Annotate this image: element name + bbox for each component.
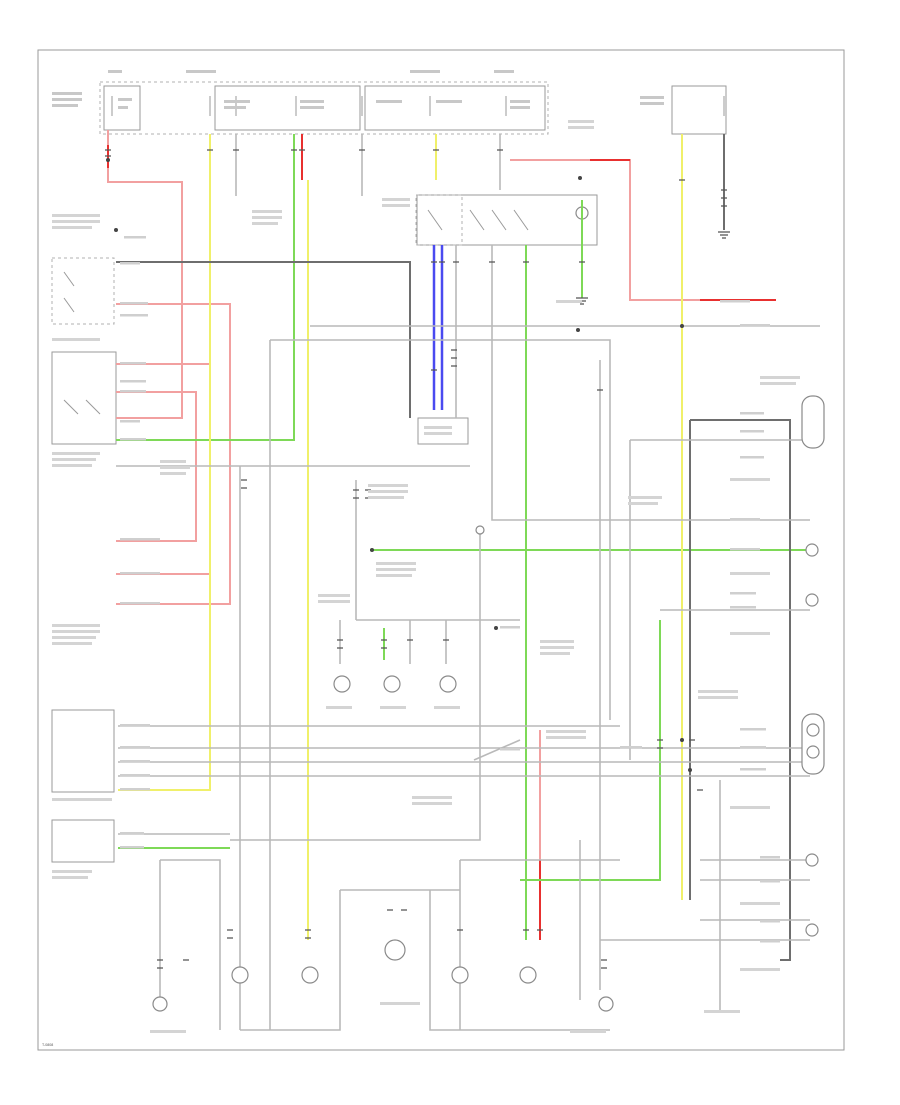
hazard-indicator-lamp-bulb-icon (439, 675, 457, 693)
high-mount-stop-lamp-bulb-icon (384, 939, 406, 961)
rear-junction-connector-icon (475, 525, 485, 535)
lamp-bulbs (152, 395, 825, 1012)
right-front-turn-lamp-bulb-1-icon (806, 723, 820, 737)
fuse-block-dashed-outline (99, 81, 549, 135)
wire-label-marks (120, 236, 780, 943)
junction-dots (106, 158, 692, 772)
right-indicator-bulb-icon (383, 675, 401, 693)
left-switch-dashed-box (51, 257, 115, 325)
connector-marks (105, 149, 727, 969)
combination-switch-contacts (63, 399, 101, 415)
right-front-turn-lamp-bulb-2-icon (806, 745, 820, 759)
right-rear-stop-lamp-bulb-icon (451, 966, 469, 984)
fuse-block-section-2 (214, 85, 361, 131)
hazard-switch-box (416, 194, 598, 246)
dark-wires (116, 134, 791, 961)
green-wires (116, 134, 810, 940)
right-front-turn-lamp-housing-icon (801, 713, 825, 775)
flasher-unit-box (417, 417, 469, 445)
left-front-side-marker-2-bulb-icon (805, 593, 819, 607)
left-front-side-marker-bulb-icon (805, 543, 819, 557)
left-rear-side-marker-bulb-icon (152, 996, 168, 1012)
blue-wires (432, 245, 444, 410)
instrument-cluster-box (51, 819, 115, 863)
fuse-symbols (111, 96, 725, 116)
fuse-block-section-1 (103, 85, 141, 131)
turn-signal-switch-box (51, 709, 115, 793)
fuse-block-section-3 (364, 85, 546, 131)
component-label-marks (52, 120, 800, 1033)
right-cornering-lamp-bulb-icon (805, 853, 819, 867)
right-rear-turn-lamp-bulb-icon (519, 966, 537, 984)
combination-switch-box (51, 351, 117, 445)
fuse-box-right (671, 85, 727, 135)
left-indicator-bulb-icon (333, 675, 351, 693)
gray-wires (116, 134, 820, 1031)
fuse-panel-label-marks (52, 70, 664, 109)
hazard-switch-section (415, 194, 463, 246)
right-rear-side-marker-bulb-icon (598, 996, 614, 1012)
diagram-frame (37, 49, 845, 1051)
left-cornering-lamp-bulb-icon (805, 923, 819, 937)
left-switch-contacts (63, 271, 75, 313)
ground-symbols (576, 231, 730, 305)
left-rear-turn-lamp-bulb-icon (231, 966, 249, 984)
left-front-turn-lamp-housing-icon (801, 395, 825, 449)
hazard-switch-contacts (427, 209, 529, 231)
left-rear-stop-lamp-bulb-icon (301, 966, 319, 984)
diagram-footer-code: T-0808 (42, 1043, 53, 1047)
yellow-wires (118, 134, 683, 940)
